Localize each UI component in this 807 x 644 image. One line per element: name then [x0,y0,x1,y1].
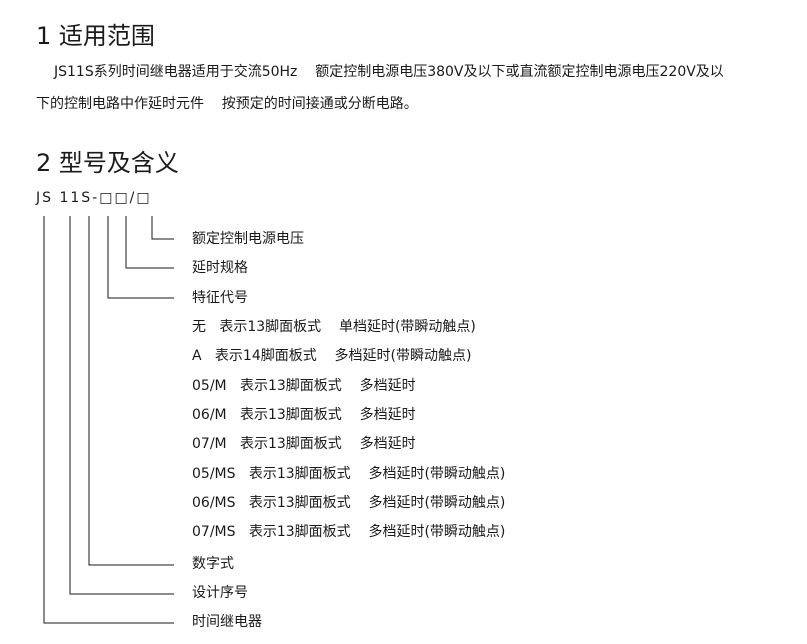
scope-paragraph-line-2: 下的控制电路中作延时元件 按预定的时间接通或分断电路。 [36,96,418,112]
bracket-line-design-serial [69,216,174,595]
scope-paragraph-line-1: JS11S系列时间继电器适用于交流50Hz 额定控制电源电压380V及以下或直流… [54,64,724,80]
model-item-time-relay: 时间继电器 [192,614,262,630]
model-item-feature-code: 特征代号 [192,290,248,306]
model-item-delay-spec: 延时规格 [192,260,248,276]
model-item-feature-06m: 06/M 表示13脚面板式 多档延时 [192,407,416,423]
bracket-line-feature-code [107,216,174,299]
bracket-line-delay-spec [125,216,174,269]
model-item-feature-05ms: 05/MS 表示13脚面板式 多档延时(带瞬动触点) [192,466,506,482]
model-item-digital: 数字式 [192,556,234,572]
model-item-feature-none: 无 表示13脚面板式 单档延时(带瞬动触点) [192,319,476,335]
model-item-design-serial: 设计序号 [192,585,248,601]
model-item-feature-05m: 05/M 表示13脚面板式 多档延时 [192,378,416,394]
section-heading-scope: 1 适用范围 [36,22,155,50]
model-item-rated-voltage: 额定控制电源电压 [192,231,304,247]
bracket-line-rated-voltage [151,216,174,240]
bracket-line-digital [88,216,174,566]
model-item-feature-07m: 07/M 表示13脚面板式 多档延时 [192,436,416,452]
model-item-feature-06ms: 06/MS 表示13脚面板式 多档延时(带瞬动触点) [192,495,506,511]
section-heading-model: 2 型号及含义 [36,149,179,177]
model-item-feature-a: A 表示14脚面板式 多档延时(带瞬动触点) [192,348,472,364]
model-code: JS 11S-□□/□ [36,190,152,206]
model-item-feature-07ms: 07/MS 表示13脚面板式 多档延时(带瞬动触点) [192,524,506,540]
bracket-line-time-relay [43,216,174,624]
